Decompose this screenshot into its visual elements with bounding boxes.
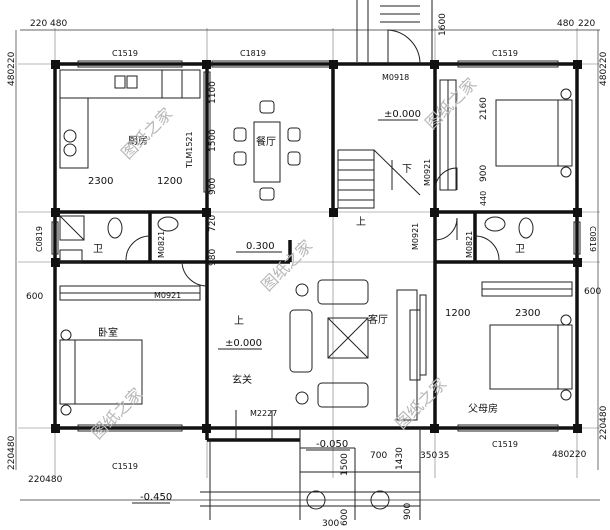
label-m0821-right: M0821 xyxy=(465,231,474,258)
dim-600-bottom: 600 xyxy=(340,509,350,526)
dim-900-right: 900 xyxy=(479,165,489,182)
opening-labels: C1519 C1819 C1519 M0918 TLM1521 M0921 M0… xyxy=(35,49,597,471)
room-bedroom-left: 卧室 xyxy=(98,326,118,339)
columns xyxy=(51,60,582,433)
level-top: ±0.000 xyxy=(384,109,421,120)
label-m2227: M2227 xyxy=(250,409,277,418)
dim-bot-220480b: 220480 xyxy=(28,475,63,485)
dim-300: 300 xyxy=(322,519,339,529)
room-bath-left: 卫 xyxy=(93,244,103,255)
living-furniture xyxy=(289,279,421,510)
bath-fixtures xyxy=(59,215,534,263)
stair-up-label: 上 xyxy=(356,216,366,228)
room-dining: 餐厅 xyxy=(256,135,276,148)
dim-bot-r220480: 220480 xyxy=(599,405,609,440)
dim-2300-right: 2300 xyxy=(515,308,540,319)
label-m0921-stair: M0921 xyxy=(423,159,432,186)
dim-350: 350 xyxy=(420,451,437,461)
dim-right-480220: 480220 xyxy=(599,51,609,86)
label-m0918: M0918 xyxy=(382,73,409,82)
label-c1519-bottom-left: C1519 xyxy=(112,462,138,471)
doors xyxy=(125,29,500,440)
dim-top-220: 220 xyxy=(30,19,47,29)
label-m0921-right: M0921 xyxy=(411,223,420,250)
watermark-1: 图纸之家 xyxy=(117,104,176,163)
label-c1519-top-left: C1519 xyxy=(112,49,138,58)
label-c1519-bottom-right: C1519 xyxy=(492,440,518,449)
level-marks: ±0.000 ±0.000 0.300 -0.050 -0.450 xyxy=(132,109,421,504)
kitchen-fixtures xyxy=(59,69,201,169)
dim-720: 720 xyxy=(208,215,218,232)
foyer-up-label: 上 xyxy=(234,315,244,327)
watermark-3: 图纸之家 xyxy=(87,384,146,443)
level-mid: 0.300 xyxy=(246,241,275,252)
room-bath-right: 卫 xyxy=(515,244,525,255)
dim-2160: 2160 xyxy=(479,97,489,120)
room-labels: 厨房 餐厅 卫 卫 卧室 客厅 玄关 父母房 下 上 上 xyxy=(93,134,525,415)
stair-down-label: 下 xyxy=(402,164,412,175)
level-foyer: ±0.000 xyxy=(225,338,262,349)
room-foyer: 玄关 xyxy=(232,373,252,386)
dim-1200: 1200 xyxy=(157,176,182,187)
dim-top-480: 480 xyxy=(50,19,67,29)
dim-600-right: 600 xyxy=(584,287,601,297)
bedroom-furniture xyxy=(59,79,573,416)
dim-bot-r480220: 480220 xyxy=(552,450,587,460)
top-stair xyxy=(356,0,433,62)
interior-stair xyxy=(337,149,421,209)
label-tlm1521: TLM1521 xyxy=(185,131,194,169)
dim-600-left: 600 xyxy=(26,292,43,302)
dim-2300: 2300 xyxy=(88,176,113,187)
dim-top-r220: 220 xyxy=(578,19,595,29)
label-c1819: C1819 xyxy=(240,49,266,58)
dim-440: 440 xyxy=(479,191,488,206)
label-c1519-top-right: C1519 xyxy=(492,49,518,58)
watermark-5: 图纸之家 xyxy=(421,74,480,133)
dim-1500: 1500 xyxy=(208,129,218,152)
level-porch: -0.050 xyxy=(316,439,348,450)
dim-top-1600: 1600 xyxy=(438,13,448,36)
watermark-layer: 图纸之家 图纸之家 图纸之家 图纸之家 图纸之家 xyxy=(87,74,480,443)
dining-table xyxy=(233,100,301,201)
label-c0819-left: C0819 xyxy=(35,226,44,252)
windows xyxy=(51,60,581,432)
dim-left-480220: 480220 xyxy=(7,51,17,86)
dim-1200-right: 1200 xyxy=(445,308,470,319)
dim-35: 35 xyxy=(438,451,449,461)
dim-1430: 1430 xyxy=(395,447,405,470)
room-kitchen: 厨房 xyxy=(128,134,148,147)
dim-900: 900 xyxy=(208,178,218,195)
label-c0819-right: C0819 xyxy=(588,226,597,252)
level-outside: -0.450 xyxy=(140,492,172,503)
dim-700: 700 xyxy=(370,451,387,461)
room-parents: 父母房 xyxy=(468,402,498,415)
dim-900-bottom: 900 xyxy=(403,503,413,520)
label-m0921-bed: M0921 xyxy=(154,291,181,300)
walls xyxy=(53,62,579,520)
dim-1500-bottom: 1500 xyxy=(340,453,350,476)
dim-980: 980 xyxy=(208,249,218,266)
dim-1100: 1100 xyxy=(208,81,218,104)
dim-bot-220480: 220480 xyxy=(7,435,17,470)
label-m0821-left: M0821 xyxy=(157,231,166,258)
dimension-labels: 220 480 1600 480 220 480220 480220 1100 … xyxy=(7,13,609,529)
dim-top-r480: 480 xyxy=(557,19,574,29)
watermark-4: 图纸之家 xyxy=(391,374,450,433)
room-living: 客厅 xyxy=(368,313,388,326)
